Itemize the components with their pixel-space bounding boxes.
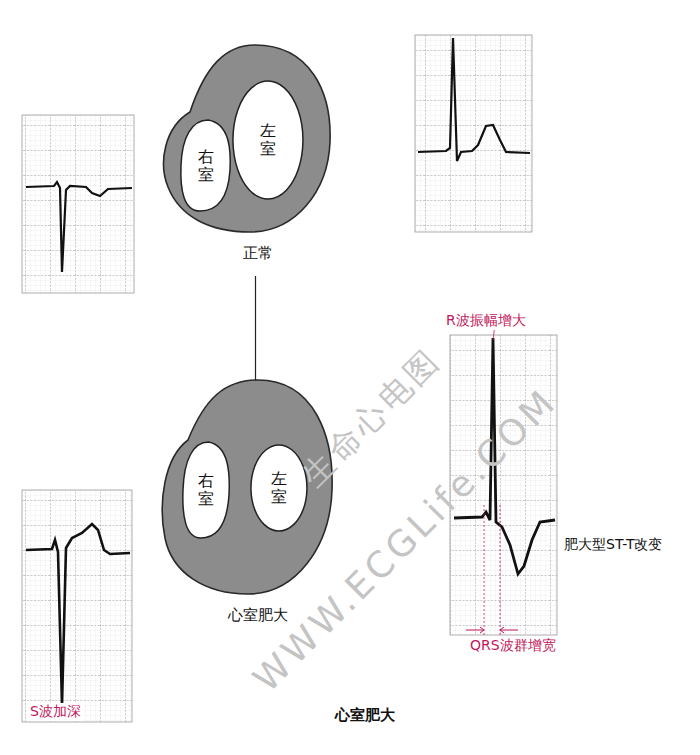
marker-line: [484, 505, 485, 640]
ecg-trace: [26, 524, 130, 705]
chamber-label: 左室: [260, 122, 276, 157]
callout-label: QRS波群增宽: [468, 637, 558, 655]
ecg-trace: [418, 38, 530, 161]
chamber-outline: [181, 120, 230, 211]
callout-label: S波加深: [28, 703, 83, 721]
chamber-label: 左室: [271, 470, 287, 505]
chamber-outline: [233, 81, 303, 199]
ecg-grid: [22, 115, 134, 293]
heart-section: 正常右室左室: [160, 42, 335, 264]
chamber-outline: [183, 442, 229, 538]
callout-label: R波振幅增大: [444, 312, 528, 330]
chamber-label: 右室: [198, 148, 214, 183]
callout-label: 肥大型ST-T改变: [562, 536, 664, 554]
hypertrophy-section: 心室肥大右室左室: [160, 378, 335, 626]
ventricle-chamber: 左室: [250, 444, 308, 532]
marker-line: [500, 505, 501, 640]
ventricle-chamber: 左室: [232, 80, 304, 200]
ecg-grid: [22, 490, 132, 722]
ecg-grid: [415, 35, 532, 232]
myocardium: [162, 380, 332, 594]
chamber-label: 右室: [198, 472, 214, 507]
width-bracket: [466, 627, 518, 633]
section-label: 正常: [160, 244, 355, 263]
ventricle-chamber: 右室: [180, 440, 232, 540]
caption: 心室肥大: [310, 706, 420, 725]
ecg-trace: [26, 182, 132, 272]
ventricle-chamber: 右室: [178, 118, 233, 213]
chamber-outline: [251, 445, 307, 531]
myocardium: [164, 45, 331, 232]
